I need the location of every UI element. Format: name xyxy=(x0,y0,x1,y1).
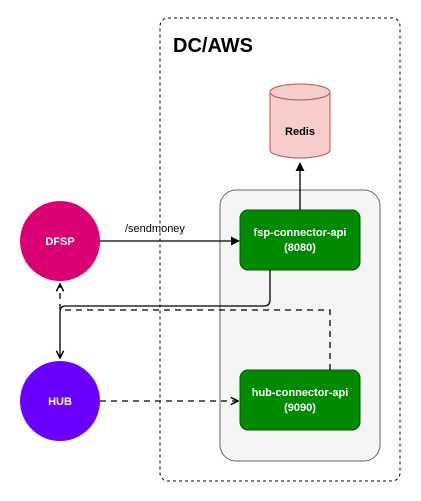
redis-node[interactable]: Redis xyxy=(269,83,331,159)
fsp-connector-api-node[interactable]: fsp-connector-api (8080) xyxy=(239,209,361,271)
fsp-connector-label-port: (8080) xyxy=(284,242,316,254)
hub-connector-api-node[interactable]: hub-connector-api (9090) xyxy=(239,369,361,431)
dfsp-node[interactable]: DFSP xyxy=(20,201,100,281)
fsp-connector-label-name: fsp-connector-api xyxy=(254,227,347,239)
hub-connector-label-port: (9090) xyxy=(284,402,316,414)
redis-label: Redis xyxy=(285,126,315,138)
edge-label-sendmoney: /sendmoney xyxy=(125,223,185,235)
hub-label: HUB xyxy=(48,396,72,408)
dfsp-label: DFSP xyxy=(45,236,74,248)
hub-node[interactable]: HUB xyxy=(20,361,100,441)
hub-connector-label-name: hub-connector-api xyxy=(252,387,349,399)
zone-title: DC/AWS xyxy=(173,35,253,57)
edge-hub-connector-to-dfsp xyxy=(60,284,331,370)
